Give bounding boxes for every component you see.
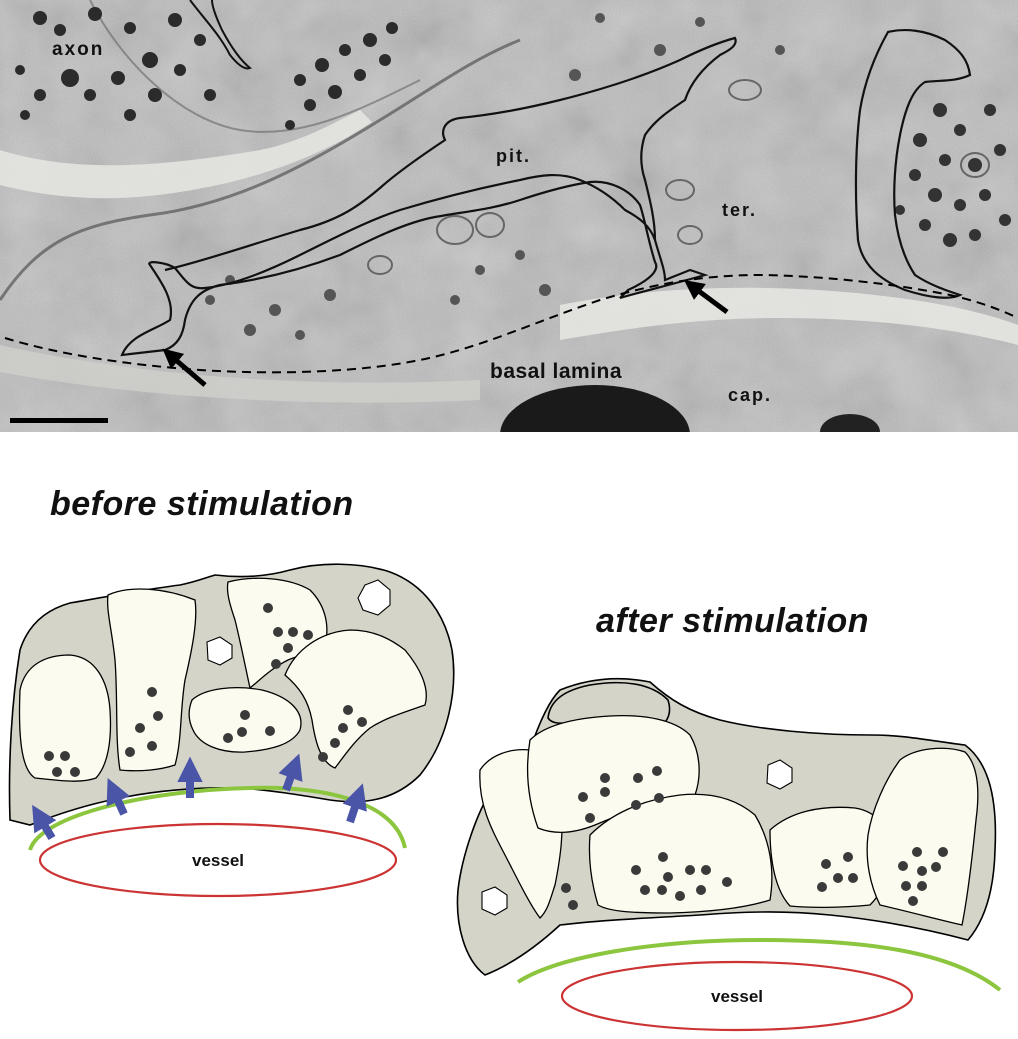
arrow-contact-right bbox=[683, 280, 729, 315]
after-terminal-2 bbox=[526, 714, 700, 833]
before-hole-1 bbox=[357, 579, 391, 616]
after-pituicyte-top bbox=[547, 681, 671, 727]
before-panel: vessel bbox=[8, 563, 455, 898]
before-terminal-2 bbox=[106, 588, 197, 772]
mitochondria bbox=[367, 79, 990, 275]
terminal-outline-right bbox=[854, 29, 972, 299]
electron-micrograph: axon pit. ter. basal lamina cap. bbox=[0, 0, 1018, 432]
membrane-line-2 bbox=[89, 0, 421, 133]
membrane-line bbox=[0, 38, 521, 301]
after-vessel-label: vessel bbox=[711, 987, 763, 1006]
after-terminal-5 bbox=[866, 747, 979, 926]
before-blue-arrows bbox=[32, 753, 367, 841]
lower-band bbox=[0, 345, 480, 403]
blue-arrow-1 bbox=[32, 804, 57, 841]
label-basal-lamina: basal lamina bbox=[490, 360, 622, 383]
before-terminal-5 bbox=[188, 687, 302, 753]
after-hole-2 bbox=[481, 886, 508, 916]
basal-lamina-bright-band bbox=[560, 287, 1018, 345]
label-axon: axon bbox=[52, 39, 104, 60]
before-terminal-1 bbox=[18, 654, 112, 782]
before-basal-lamina-line bbox=[28, 785, 407, 851]
arrow-contact-left bbox=[162, 348, 207, 387]
after-terminal-3 bbox=[588, 793, 773, 914]
axon-granules bbox=[15, 7, 216, 121]
before-terminal-3 bbox=[226, 577, 328, 690]
before-vessel-label: vessel bbox=[192, 851, 244, 870]
label-cap: cap. bbox=[728, 385, 772, 405]
capillary-dark-region bbox=[500, 385, 690, 432]
after-panel: vessel bbox=[456, 677, 1002, 1032]
before-terminal-4 bbox=[284, 629, 427, 769]
before-pituicyte-mass bbox=[8, 563, 455, 826]
dark-spot bbox=[820, 414, 880, 432]
after-terminal-4 bbox=[769, 806, 891, 909]
after-pituicyte-mass bbox=[456, 677, 997, 976]
before-stimulation-title: before stimulation bbox=[50, 485, 354, 523]
blue-arrow-5 bbox=[342, 783, 367, 824]
after-vessel bbox=[560, 960, 914, 1032]
before-granules bbox=[44, 603, 367, 777]
after-hole-1 bbox=[766, 759, 793, 790]
blue-arrow-4 bbox=[278, 753, 303, 792]
label-pit: pit. bbox=[496, 146, 531, 166]
axon-granules-2 bbox=[285, 22, 398, 130]
scattered-granules bbox=[205, 13, 785, 340]
terminal-granules bbox=[895, 103, 1011, 247]
pituicyte-outline-upper bbox=[164, 36, 737, 272]
extracellular-space-band bbox=[0, 110, 372, 199]
blue-arrow-2 bbox=[106, 778, 130, 816]
label-ter: ter. bbox=[722, 200, 757, 220]
basal-lamina-dashed-line bbox=[4, 273, 1018, 374]
after-terminal-1 bbox=[479, 749, 563, 919]
before-vessel bbox=[38, 822, 398, 898]
scale-bar bbox=[10, 418, 108, 423]
before-hole-2 bbox=[206, 636, 233, 666]
after-granules bbox=[561, 766, 948, 910]
after-basal-lamina-line bbox=[516, 937, 1002, 992]
cell-outline-top-left bbox=[189, 0, 252, 70]
pituicyte-outline-lower bbox=[120, 174, 709, 357]
after-stimulation-title: after stimulation bbox=[596, 602, 869, 640]
